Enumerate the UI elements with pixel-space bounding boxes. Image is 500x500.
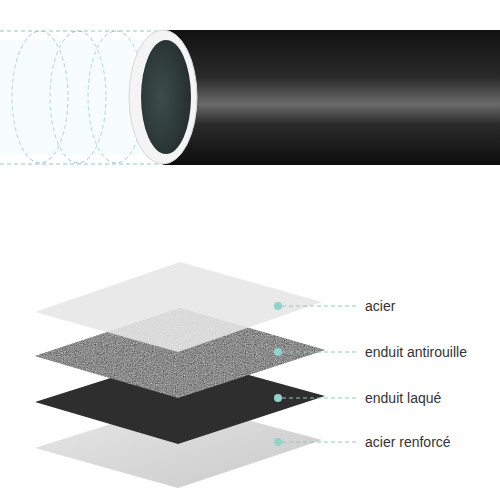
layer-label: enduit antirouille bbox=[363, 344, 469, 360]
leader-dots bbox=[274, 302, 282, 446]
tube-inner bbox=[141, 40, 191, 154]
layer-label: acier bbox=[363, 298, 397, 314]
tube-rim bbox=[129, 30, 197, 164]
steel-layer bbox=[35, 262, 322, 352]
tube-body bbox=[163, 30, 500, 165]
layer-label: enduit laqué bbox=[363, 390, 443, 406]
leader-lines bbox=[282, 306, 358, 442]
layer-label: acier renforcé bbox=[363, 434, 453, 450]
